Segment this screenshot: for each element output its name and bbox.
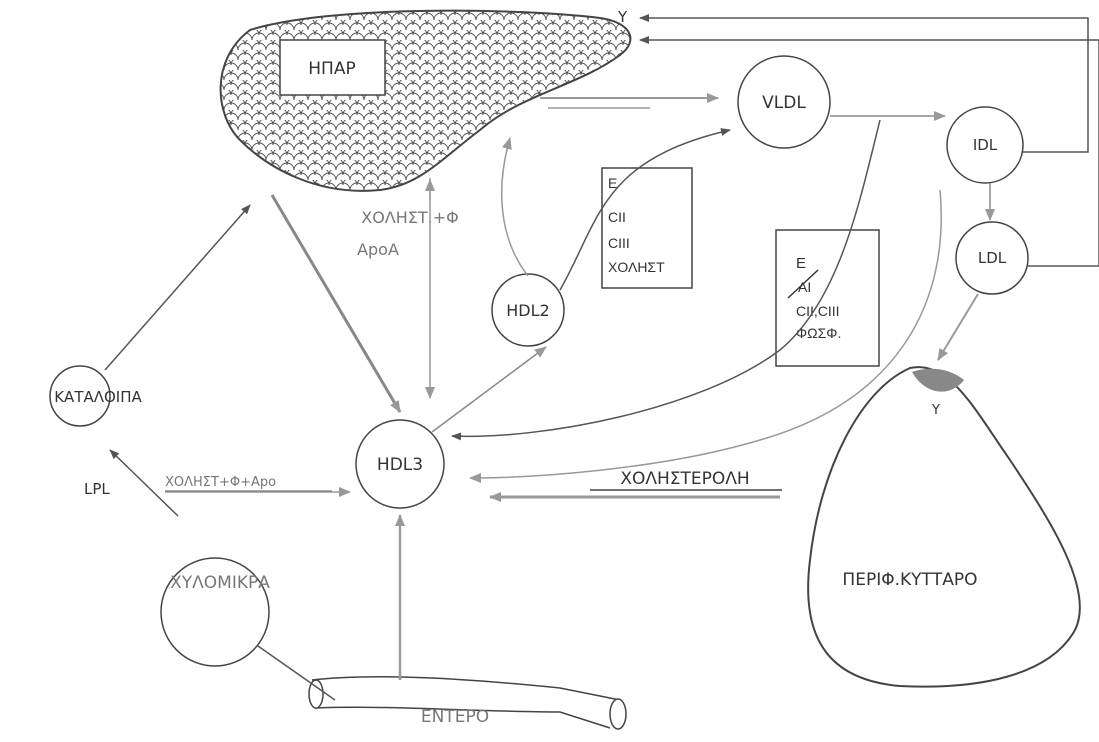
vldl-box-line-2: AI [798,279,811,295]
chylo-transfer-label: ΧΟΛΗΣΤ+Φ+Apo [165,475,276,490]
liver-receptor: Y [617,8,628,26]
vldl-label: VLDL [762,93,806,113]
apoA-label: ApoA [357,240,399,259]
liver-label-box [279,39,386,96]
cell-receptor-label: Y [931,403,940,418]
cell-receptor-patch [912,368,964,392]
hdl3-to-hdl2-arrow [431,346,547,433]
liver-to-hdl3-arrow [270,194,402,413]
idl-label: IDL [973,136,998,154]
hdl3-label: HDL3 [377,455,423,475]
vldl-box-line-1: E [796,255,806,272]
peripheral-cell-shape [807,366,1081,688]
chylomicrons-label: ΧΥΛΟΜΙΚΡΑ [170,573,270,593]
peripheral-cell: Y ΠΕΡΙΦ.ΚΥΤΤΑΡΟ [807,366,1081,688]
chol-phospho-label: ΧΟΛΗΣΤ.+Φ [361,208,459,227]
hdl2-circle [491,273,565,347]
peripheral-cell-label: ΠΕΡΙΦ.ΚΥΤΤΑΡΟ [842,570,977,590]
remnants-circle [49,365,111,427]
hdl2-label: HDL2 [506,301,549,320]
cholesterol-label: ΧΟΛΗΣΤΕΡΟΛΗ [620,469,749,489]
hdl2-box-line-4: ΧΟΛΗΣΤ [608,259,665,275]
ldl-circle [955,221,1029,295]
vldl-apoprotein-box: E AI CII,CIII ΦΩΣΦ. [775,229,880,367]
liver-label: ΗΠΑΡ [308,59,355,79]
chylo-intestine-line [257,645,336,701]
hdl2-apoprotein-box: E CII CIII ΧΟΛΗΣΤ [601,167,693,289]
vldl-circle [737,55,831,149]
liver-shape [219,9,632,192]
idl-circle [946,106,1024,184]
cell-to-hdl3-curve [469,189,942,483]
chylomicrons-circle [160,557,270,667]
remnants-to-liver-arrow [104,204,251,371]
connectors [104,14,1099,701]
ldl-to-liver-arrow [639,36,1099,267]
liver: ΗΠΑΡ Y [219,8,632,192]
hdl2-box-line-1: E [608,175,617,191]
ldl-to-cell-arrow [937,293,979,361]
hdl2-box-line-3: CIII [608,235,630,251]
intestine-label: ΕΝΤΕΡΟ [421,707,489,727]
vldl-to-hdl3-curve [451,119,881,441]
intestine: ΕΝΤΕΡΟ [308,675,627,730]
hdl3-circle [355,419,445,509]
lpl-label: LPL [84,480,110,498]
lpl-to-remnants-arrow [109,449,179,517]
ldl-label: LDL [978,249,1007,267]
vldl-box-line-3: CII,CIII [796,303,840,319]
idl-to-liver-arrow [639,14,1089,153]
vldl-box-line-4: ΦΩΣΦ. [796,325,841,341]
hdl2-box-line-2: CII [608,209,626,225]
hdl2-to-vldl-curve [559,128,731,291]
hdl2-to-liver-curve [500,137,529,277]
remnants-label: ΚΑΤΑΛΟΙΠΑ [54,388,142,406]
